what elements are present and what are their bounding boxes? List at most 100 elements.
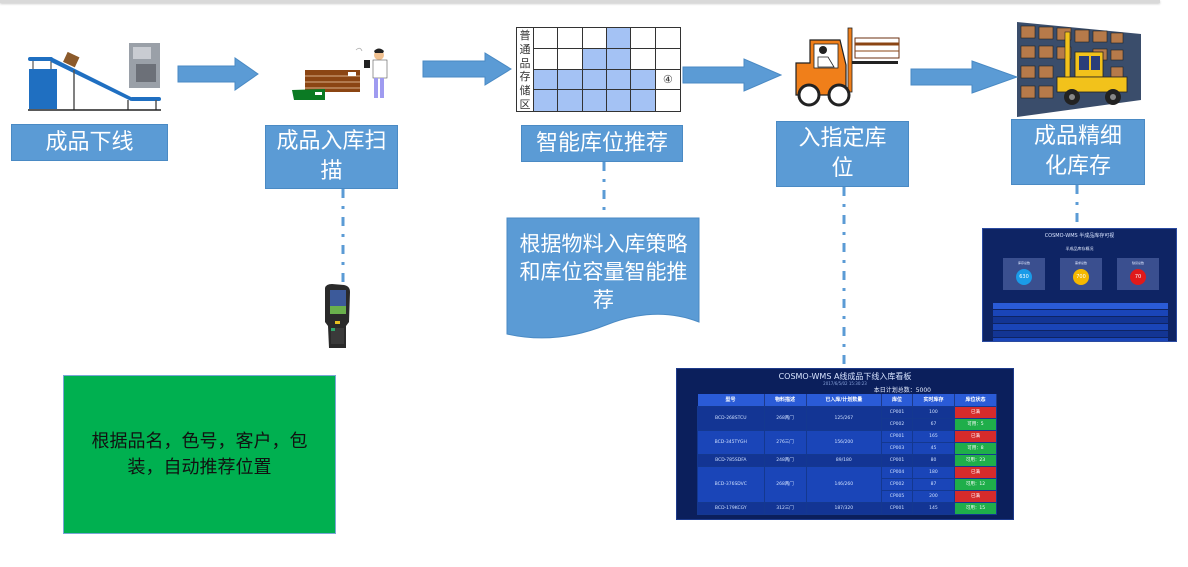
table-row [993,310,1168,316]
mini-inventory-table [993,303,1168,341]
cell-qty: 146/260 [805,465,883,503]
grid-cell [558,48,583,70]
grid-side-label: 普通品存储区 [517,28,534,111]
cell-stock: 145 [911,501,955,515]
cell-loc: CP001 [881,501,913,515]
grid-cell [582,28,607,49]
table-header [993,303,1168,309]
grid-cell [631,28,656,49]
table-row [993,317,1168,323]
cell-qty: 156/200 [805,429,883,455]
grid-cell [607,90,632,111]
cell-model: BCD-268STCU [697,405,765,431]
grid-marker: ④ [655,70,680,91]
kpi-value: 700 [1073,269,1089,285]
connector-inventory-to-dashboard [1075,185,1079,229]
cell-loc: CP003 [881,441,913,455]
dashboard-timestamp: 2017/6/5/02 15:30:23 [823,381,867,386]
column-header: 已入库/计划数量 [806,394,883,406]
grid-cell [656,90,680,111]
table-row [993,331,1168,337]
grid-cell [558,90,583,111]
grid-cell [558,69,583,91]
strategy-note-text: 根据物料入库策略和库位容量智能推荐 [519,232,688,312]
step-label: 智能库位推荐 [535,130,668,156]
grid-cell [607,28,632,49]
auto-location-note: 根据品名，色号，客户，包装，自动推荐位置 [63,375,336,534]
kpi-label: 库存总数 [1017,261,1030,265]
cell-stock: 180 [911,465,955,479]
grid-cell [534,28,559,49]
cell-loc: CP001 [881,453,913,467]
conveyor-icon [28,42,163,112]
cell-desc: 312三门 [763,501,807,515]
cell-model: BCD-785SDFA [697,453,765,467]
dashboard-small-subtitle: 半成品库存概况 [1065,246,1094,251]
forklift-icon [790,25,900,107]
step-refined-inventory: 成品精细化库存 [1011,119,1145,185]
column-header: 库位 [881,394,913,406]
cell-desc: 268两门 [763,465,807,503]
status-badge: 可用：15 [953,501,998,515]
status-badge: 可用：12 [953,477,998,491]
step-label: 入指定库位 [798,126,887,181]
cell-stock: 87 [911,477,955,491]
grid-cell [534,69,559,91]
grid-cell [631,90,656,111]
semi-finished-inventory-dashboard: COSMO-WMS 半成品库存可视 半成品库存概况 库存总数 630 需求总数 … [982,228,1177,342]
cell-stock: 80 [911,453,955,467]
warehouse-forklift-icon [1017,22,1142,117]
pallet-scanning-worker-icon [290,42,395,102]
dashboard-total: 本日计划总数：5000 [873,387,931,394]
status-badge: 可用：8 [953,441,998,455]
grid-cell [607,48,632,70]
cell-desc: 276三门 [763,429,807,455]
status-badge: 已满 [953,489,998,503]
connector-scan-to-pda [341,189,345,289]
status-badge: 已满 [953,405,998,419]
cell-stock: 45 [911,441,955,455]
handheld-pda-icon [322,284,352,350]
kpi-card: 库存总数 630 [1003,258,1045,290]
grid-cell [655,28,680,49]
grid-cell [582,69,607,91]
grid-cell [534,48,559,70]
step-label: 成品入库扫描 [276,129,387,184]
flow-arrow-2 [422,52,512,86]
grid-cell [582,48,607,70]
step-put-away: 入指定库位 [776,121,909,187]
grid-cell [534,90,559,111]
grid-cell [582,90,607,111]
cell-loc: CP005 [881,489,913,503]
column-header: 库位状态 [954,394,998,406]
grid-cell [558,28,583,49]
flow-arrow-1 [177,57,259,91]
table-row [993,324,1168,330]
connector-location-to-note [602,162,606,217]
storage-grid-icon: 普通品存储区 ④ [516,27,681,112]
cell-model: BCD-179KCGY [697,501,765,515]
status-badge: 已满 [953,465,998,479]
top-divider [0,0,1160,3]
step-label: 成品精细化库存 [1033,124,1122,179]
grid-cell [607,69,632,91]
kpi-label: 缺货总数 [1131,261,1144,265]
kpi-value: 70 [1130,269,1146,285]
status-badge: 可用：23 [953,453,998,467]
grid-cell [655,49,680,70]
kpi-label: 需求总数 [1074,261,1087,265]
status-badge: 可用：5 [953,417,998,431]
dashboard-small-title: COSMO-WMS 半成品库存可视 [1044,233,1115,239]
cell-model: BCD-376SDVC [697,465,765,503]
flow-arrow-4 [910,60,1018,94]
column-header: 型号 [697,394,765,406]
